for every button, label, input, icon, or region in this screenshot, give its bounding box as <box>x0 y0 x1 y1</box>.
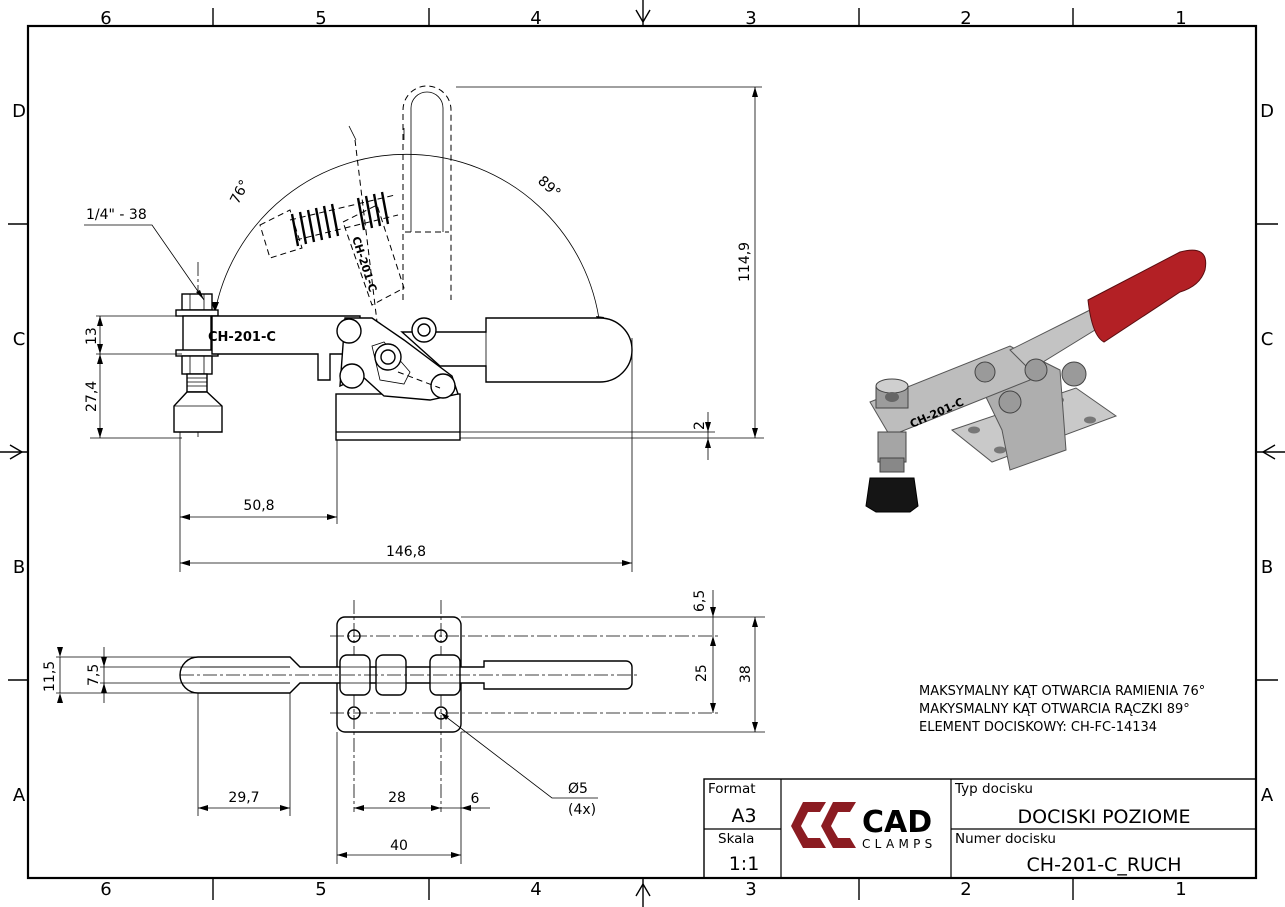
zone-row-left-B: B <box>13 557 25 578</box>
clamp-base <box>335 393 461 441</box>
zone-col-top-5: 5 <box>315 8 326 29</box>
dim-spindle-height: 27,4 <box>84 381 100 412</box>
note-clamp-element: ELEMENT DOCISKOWY: CH-FC-14134 <box>919 720 1157 735</box>
zone-row-right-D: D <box>1260 101 1274 122</box>
dim-handle-slot: 29,7 <box>228 790 259 806</box>
number-label: Numer docisku <box>955 831 1056 847</box>
zone-row-left-A: A <box>13 785 26 806</box>
zone-col-bottom-3: 3 <box>745 879 756 900</box>
zone-row-left-C: C <box>13 329 26 350</box>
scale-value: 1:1 <box>729 853 760 875</box>
open-arm-marking: CH-201-C <box>349 235 379 294</box>
zone-col-bottom-1: 1 <box>1175 879 1186 900</box>
hole-count-callout: (4x) <box>568 802 596 818</box>
dim-handle-width: 11,5 <box>42 661 58 692</box>
render-spindle-tip <box>865 477 919 513</box>
render-handle-grip <box>1087 249 1207 343</box>
dim-base-length: 40 <box>390 838 408 854</box>
zone-col-top-1: 1 <box>1175 8 1186 29</box>
angle-arm: 76° <box>227 177 253 206</box>
dim-arm-width: 7,5 <box>86 664 102 686</box>
cad-clamps-logo: CAD CLAMPS <box>791 802 937 851</box>
zone-row-right-B: B <box>1261 557 1273 578</box>
dim-head-height: 13 <box>84 327 100 345</box>
dim-hole-pitch-x: 28 <box>388 790 406 806</box>
zone-col-top-6: 6 <box>100 8 111 29</box>
dim-hole-pitch-y: 25 <box>694 664 710 682</box>
zone-row-right-C: C <box>1261 329 1274 350</box>
spindle-assembly <box>173 293 223 433</box>
format-label: Format <box>708 781 756 797</box>
open-handle-phantom <box>402 85 452 300</box>
zone-col-top-4: 4 <box>530 8 541 29</box>
opening-angle-arc <box>214 153 601 327</box>
dim-total-length: 146,8 <box>386 544 426 560</box>
note-handle-angle: MAKYSMALNY KĄT OTWARCIA RĄCZKI 89° <box>919 702 1190 717</box>
type-value: DOCISKI POZIOME <box>1017 806 1190 828</box>
number-value: CH-201-C_RUCH <box>1027 854 1182 876</box>
isometric-render: CH-201-C <box>865 249 1207 513</box>
dim-total-height: 114,9 <box>737 242 753 282</box>
hole-diameter-callout: Ø5 <box>568 781 588 797</box>
type-label: Typ docisku <box>954 781 1033 797</box>
title-block: Format A3 Skala 1:1 CAD CLAMPS Typ docis… <box>703 778 1257 879</box>
zone-col-bottom-5: 5 <box>315 879 326 900</box>
front-view: CH-201-C CH-201-C <box>84 85 764 572</box>
zone-row-left-D: D <box>12 101 26 122</box>
top-view: 11,5 7,5 6,5 25 38 29,7 28 6 40 <box>42 590 765 864</box>
zone-col-bottom-2: 2 <box>960 879 971 900</box>
dim-edge-offset: 6 <box>471 791 480 807</box>
dim-spindle-offset: 50,8 <box>243 498 274 514</box>
dim-gap: 2 <box>692 421 708 430</box>
dim-top-margin: 6,5 <box>692 590 708 612</box>
open-arm-phantom: CH-201-C <box>259 139 405 331</box>
format-value: A3 <box>731 805 756 827</box>
angle-handle: 89° <box>534 173 563 202</box>
dim-base-width: 38 <box>738 665 754 683</box>
zone-col-bottom-4: 4 <box>530 879 541 900</box>
arm-marking: CH-201-C <box>208 330 276 345</box>
notes: MAKSYMALNY KĄT OTWARCIA RAMIENIA 76° MAK… <box>919 684 1205 735</box>
zone-labels: 6 5 4 3 2 1 6 5 4 3 2 1 D C B A D C B A <box>12 8 1274 900</box>
logo-main-text: CAD <box>862 805 932 840</box>
sheet-border <box>26 24 1258 880</box>
zone-ticks <box>8 8 1278 900</box>
pivot-pins <box>336 317 456 399</box>
note-arm-angle: MAKSYMALNY KĄT OTWARCIA RAMIENIA 76° <box>919 684 1205 699</box>
zone-col-top-3: 3 <box>745 8 756 29</box>
zone-col-bottom-6: 6 <box>100 879 111 900</box>
logo-sub-text: CLAMPS <box>862 837 937 851</box>
thread-callout: 1/4" - 38 <box>86 207 147 223</box>
zone-col-top-2: 2 <box>960 8 971 29</box>
zone-row-right-A: A <box>1261 785 1274 806</box>
scale-label: Skala <box>718 831 754 847</box>
